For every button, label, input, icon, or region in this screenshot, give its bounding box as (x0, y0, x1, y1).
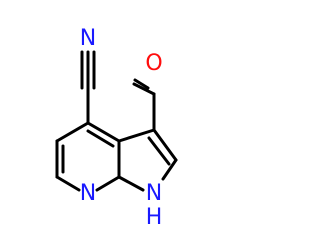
n7-c7a-bond (95, 175, 121, 192)
molecule-structure: N O N N H (55, 26, 178, 230)
formyl-co-bond (132, 82, 156, 96)
nitrile-n-label: N (80, 26, 96, 51)
c3a-c4-bond (86, 121, 121, 143)
formyl-o-label: O (145, 51, 162, 76)
c4-c5-bond (55, 121, 90, 143)
formyl-co-inner-bond (133, 78, 150, 90)
c2-n1-bond (161, 158, 178, 181)
c3-c2-inner-bond (147, 136, 171, 166)
c3a-c4-inner-bond (86, 129, 115, 148)
pyrrole-n-label: N (146, 181, 162, 206)
c3a-c3-bond (117, 128, 156, 143)
pyridine-n-label: N (80, 181, 96, 206)
bond-group (55, 50, 178, 192)
c3-c2-bond (152, 128, 178, 162)
molecule-canvas: N O N N H (55, 26, 178, 230)
pyrrole-h-label: H (146, 205, 163, 230)
c6-n7-bond (55, 175, 81, 192)
n1-c7a-bond (117, 175, 145, 192)
